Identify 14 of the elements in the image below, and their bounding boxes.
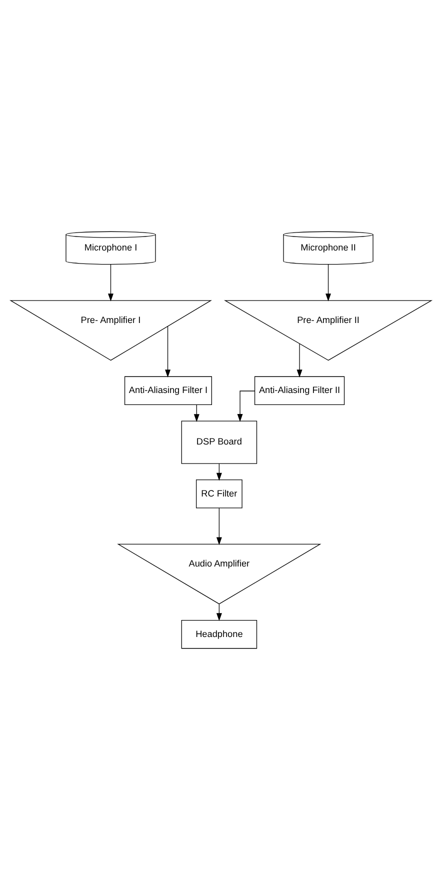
arrow <box>296 343 302 378</box>
arrow <box>165 326 171 378</box>
node-box: RC Filter <box>196 480 242 508</box>
arrow <box>194 404 200 422</box>
arrow <box>216 508 222 546</box>
arrow <box>326 264 332 302</box>
arrow <box>216 604 222 622</box>
node-box: Anti-Aliasing Filter I <box>124 376 212 406</box>
arrow <box>237 390 256 422</box>
arrow <box>216 463 222 481</box>
node-box: DSP Board <box>181 420 258 464</box>
arrow <box>108 264 114 302</box>
node-box: Anti-Aliasing Filter II <box>254 376 345 406</box>
node-box: Headphone <box>181 620 258 649</box>
